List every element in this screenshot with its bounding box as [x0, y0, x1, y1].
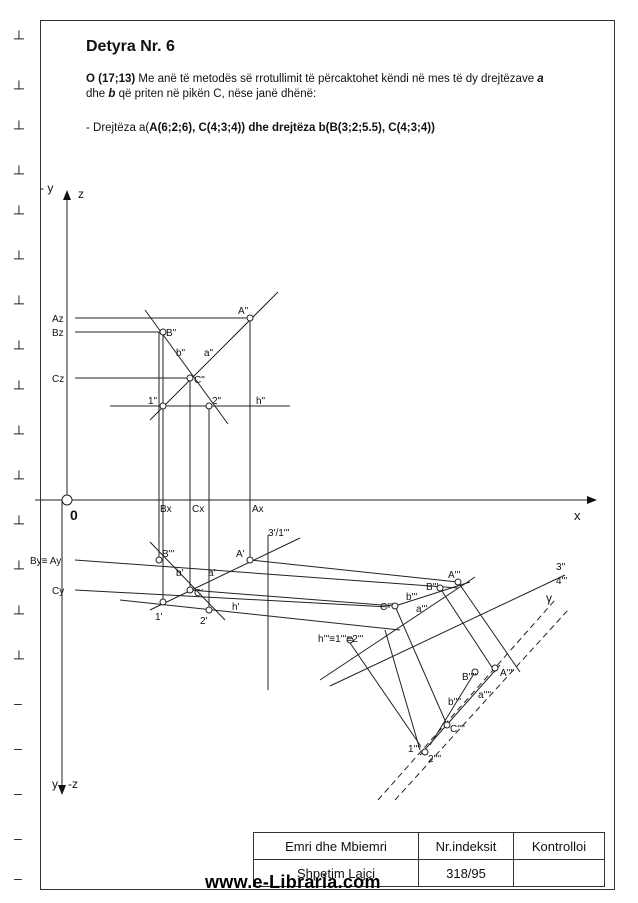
- label-2-4: 2'''': [428, 754, 441, 765]
- line-a-label: a: [537, 73, 544, 85]
- conj-text: dhe: [86, 88, 106, 100]
- axis-z-top-label: z: [78, 187, 84, 201]
- label-Ax: Ax: [252, 504, 264, 515]
- watermark: www.e-Libraria.com: [205, 872, 381, 892]
- label-b3: b''': [406, 592, 417, 603]
- task-text-2: që priten në pikën C, nëse janë dhënë:: [118, 88, 317, 100]
- label-A3: A''': [448, 570, 460, 581]
- label-b4: b'''': [448, 697, 461, 708]
- line-b1: [149, 541, 226, 621]
- task-title: Detyra Nr. 6: [86, 38, 175, 55]
- label-axis-3-1: 3'/1''': [268, 528, 290, 539]
- check-cell: [513, 859, 605, 887]
- header-index: Nr.indeksit: [418, 832, 514, 860]
- label-C2: C": [194, 375, 205, 386]
- line-a1: [149, 537, 301, 611]
- drawing-sheet: [40, 20, 615, 890]
- label-Az: Az: [52, 314, 64, 325]
- label-Cz: Cz: [52, 374, 64, 385]
- label-B4: B'''': [462, 672, 476, 683]
- line-b-label: b: [108, 88, 116, 100]
- label-B3: B''': [426, 582, 438, 593]
- label-b1: b': [176, 568, 184, 579]
- axis-3-4: [329, 574, 566, 687]
- label-A1: A': [236, 549, 245, 560]
- axis-z-bottom-label: -z: [68, 777, 78, 791]
- label-Bz: Bz: [52, 328, 64, 339]
- header-check: Kontrolloi: [513, 832, 605, 860]
- origin-coords: O (17;13): [86, 73, 136, 85]
- label-a3: a''': [416, 604, 427, 615]
- given-data: - Drejtëza a(A(6;2;6), C(4;3;4)) dhe dre…: [86, 122, 435, 134]
- label-C3: C''': [380, 602, 393, 613]
- label-axis-3-4-bot: 4''': [556, 576, 567, 587]
- label-a4: a'''': [478, 690, 491, 701]
- label-gamma: γ: [546, 591, 552, 605]
- label-h3: h'''≡1'''≡2''': [318, 634, 364, 645]
- label-1-4: 1'''': [408, 744, 421, 755]
- label-a2: a": [204, 348, 214, 359]
- task-text: Me anë të metodës së rrotullimit të përc…: [138, 73, 535, 85]
- line-b4: [429, 671, 476, 746]
- label-Cy: Cy: [52, 586, 64, 597]
- line-h3: [319, 576, 476, 681]
- label-C4: C'''': [450, 724, 465, 735]
- label-C1: C': [194, 588, 203, 599]
- projection-points: [61, 314, 499, 756]
- given-prefix: - Drejtëza a(: [86, 122, 150, 134]
- given-values: A(6;2;6), C(4;3;4)) dhe drejtëza b(B(3;2…: [149, 122, 435, 134]
- label-A4: A'''': [500, 668, 514, 679]
- label-b2: b": [176, 348, 186, 359]
- task-description: O (17;13) Me anë të metodës së rrotullim…: [86, 72, 556, 102]
- label-Bx: Bx: [160, 504, 172, 515]
- label-1-1: 1': [155, 612, 163, 623]
- header-name: Emri dhe Mbiemri: [253, 832, 419, 860]
- label-axis-3-4-top: 3'': [556, 562, 565, 573]
- axis-y-top-label: - y: [40, 181, 53, 195]
- label-1-2: 1": [148, 396, 158, 407]
- axis-x-label: x: [574, 508, 581, 523]
- label-A2: A": [238, 306, 249, 317]
- label-a1: a': [208, 568, 216, 579]
- student-index: 318/95: [418, 859, 514, 887]
- label-By-Ay: By≡ Ay: [30, 556, 61, 567]
- title-block-table: Emri dhe Mbiemri Nr.indeksit Kontrolloi …: [253, 832, 605, 887]
- label-h1: h': [232, 602, 240, 613]
- label-2-2: 2": [212, 396, 222, 407]
- student-name: Shpetim Lajci: [253, 859, 419, 887]
- line-b2: [144, 309, 229, 425]
- label-h2: h": [256, 396, 266, 407]
- label-B2: B": [166, 328, 177, 339]
- line-a2: [149, 291, 279, 421]
- label-B3-top: B''': [162, 549, 174, 560]
- label-Cx: Cx: [192, 504, 204, 515]
- label-2-1: 2': [200, 616, 208, 627]
- axis-y-bottom-label: y: [52, 777, 58, 791]
- origin-label: 0: [70, 507, 78, 523]
